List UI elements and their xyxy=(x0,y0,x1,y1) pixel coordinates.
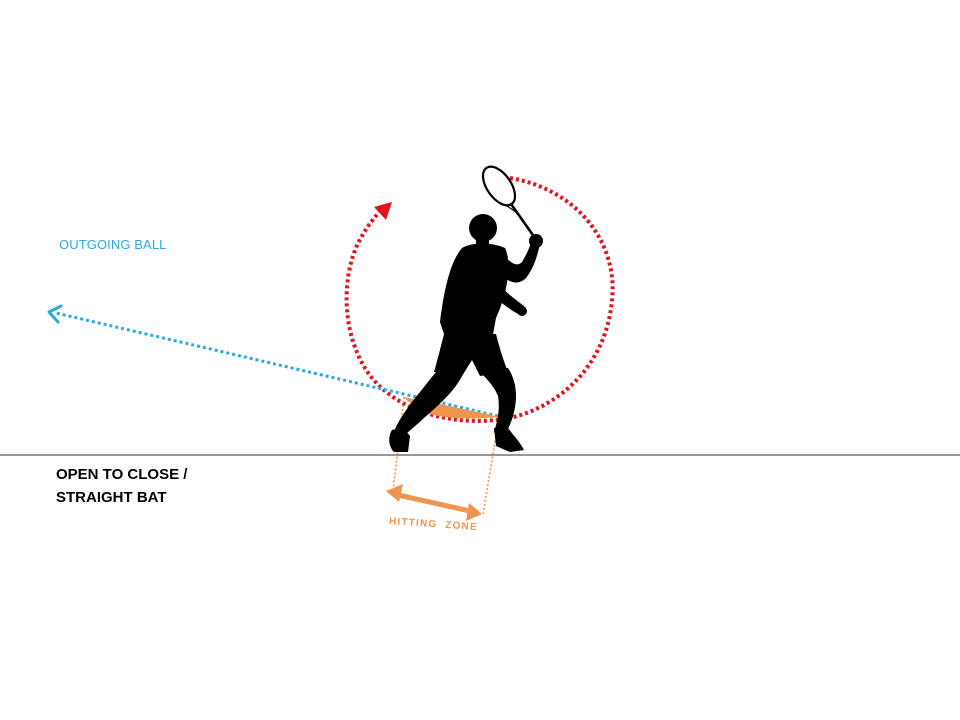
outgoing-ball-label: OUTGOING BALL xyxy=(59,237,167,252)
hitting-zone-arrowhead-left-icon xyxy=(386,484,403,502)
swing-arrowhead-icon xyxy=(374,202,392,220)
player-silhouette-icon xyxy=(389,214,543,452)
caption-line-2: STRAIGHT BAT xyxy=(56,489,167,506)
swing-arc xyxy=(344,176,615,423)
stroke-caption: OPEN TO CLOSE / STRAIGHT BAT xyxy=(56,463,187,509)
squash-racket-icon xyxy=(481,165,537,240)
hitting-zone-arrowhead-right-icon xyxy=(466,503,482,521)
hitting-zone-arrow xyxy=(397,492,471,514)
caption-line-1: OPEN TO CLOSE / xyxy=(56,466,188,483)
ball-arrowhead-icon xyxy=(47,304,63,324)
outgoing-ball-path xyxy=(55,311,499,418)
